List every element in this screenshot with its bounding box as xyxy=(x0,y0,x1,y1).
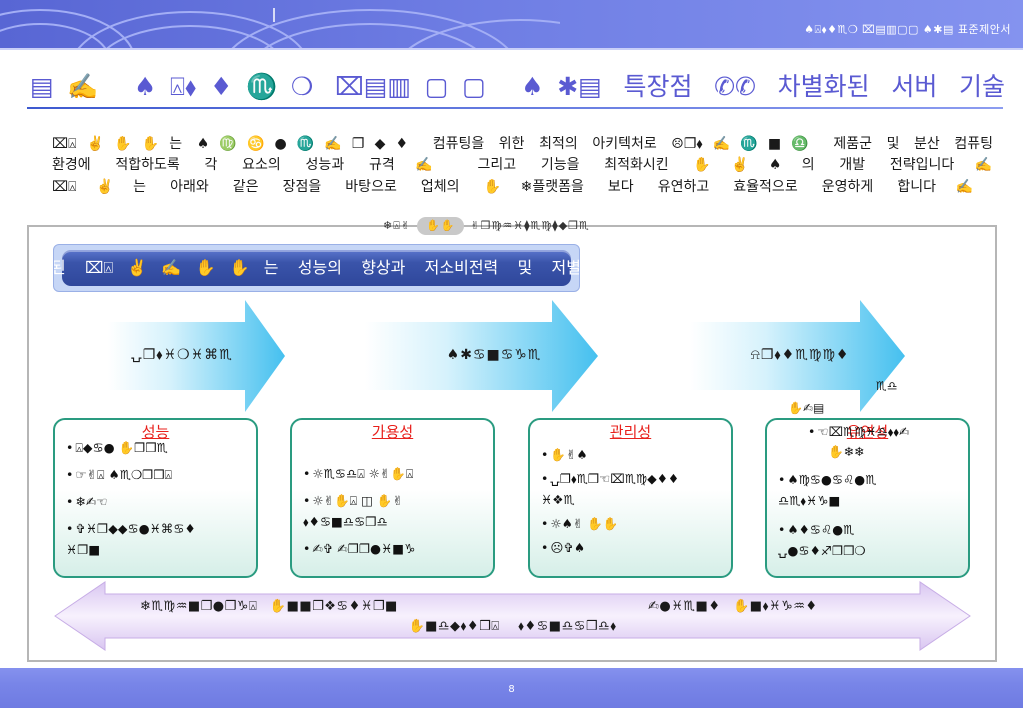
header-band: ♠⍓⬧♦♏❍ ⌧▤▥▢▢ ♠✱▤ 표준제안서 xyxy=(0,0,1023,48)
footer-band: 8 xyxy=(0,668,1023,708)
intro-line: ⌧⍓✌✋✋는 ♠♍♋●♏✍❐◆♦ 컴퓨팅을 위한 최적의 아키텍처로 ☹❐⬧✍♏… xyxy=(52,136,993,152)
list-item-text: ☼✌✋⍓ ◫ ✋✌ xyxy=(303,490,487,511)
list-item-text: ☼♏♋♎⍓ ☼✌✋⍓ xyxy=(303,463,487,484)
list-item-text: ✋❄❄ xyxy=(828,444,865,459)
list-item-text: ❄✍☜ xyxy=(66,491,250,512)
flow-arrow-3 xyxy=(690,300,905,412)
list-item-text: ⍽●♋♦♐❐❒❍ xyxy=(778,543,866,558)
header-wave-decoration xyxy=(0,8,560,48)
list-item: ☞✌⍓ ♠♏❍❐❒⍓ xyxy=(66,464,250,485)
intro-line: 환경에 적합하도록 각 요소의 성능과 규격✍ 그리고 기능을 최적화시킨 ✋✌… xyxy=(52,157,992,173)
list-item-text: ♓❐■ xyxy=(66,542,101,557)
bottom-double-arrow xyxy=(54,581,971,651)
card-overlay-text: ☜⌧♏♍♓♎⬧⬧✍ ✋❄❄ xyxy=(808,422,909,462)
list-item: ☼♏♋♎⍓ ☼✌✋⍓ xyxy=(303,463,487,484)
list-item-text: ✞♓❐◆◆♋●♓⌘♋♦ xyxy=(66,518,250,539)
architecture-frame xyxy=(27,225,997,662)
header-title: ♠⍓⬧♦♏❍ ⌧▤▥▢▢ ♠✱▤ 표준제안서 xyxy=(804,23,1011,36)
card-item-list: ⍓◆♋● ✋❐❒♏ ☞✌⍓ ♠♏❍❐❒⍓ ❄✍☜ ✞♓❐◆◆♋●♓⌘♋♦ ♓❐■ xyxy=(66,437,250,560)
bottom-arrow-text-left: ❄♏♍♒■❐●❐♑⍓ ✋■■❐❖♋♦♓❐■ xyxy=(140,599,398,614)
card-item-list: ☼♏♋♎⍓ ☼✌✋⍓ ☼✌✋⍓ ◫ ✋✌ ⬧♦♋■♎♋❒♎ ✍✞ ✍❐❐●♓■♑ xyxy=(303,463,487,559)
list-item: ✋✌♠ xyxy=(541,444,725,465)
summary-banner-inner xyxy=(62,250,571,286)
card-title: 가용성 xyxy=(371,423,414,441)
feature-card-performance: 성능 ⍓◆♋● ✋❐❒♏ ☞✌⍓ ♠♏❍❐❒⍓ ❄✍☜ ✞♓❐◆◆♋●♓⌘♋♦ … xyxy=(53,418,258,578)
list-item-text: ⬧♦♋■♎♋❒♎ xyxy=(303,514,388,529)
flow-arrow-2 xyxy=(365,300,598,412)
title-underline xyxy=(27,107,1003,109)
summary-banner-text: 된 ⌧⍓✌✍✋✋는 성능의 향상과 저소비전력 및 저별 xyxy=(53,258,580,277)
card-title: 관리성 xyxy=(609,423,652,441)
list-item: ☼♠✌ ✋✋ xyxy=(541,513,725,534)
list-item: ✞♓❐◆◆♋●♓⌘♋♦ ♓❐■ xyxy=(66,518,250,560)
list-item: ❄✍☜ xyxy=(66,491,250,512)
flow-arrow-3-label: ⍾❐⬧♦♏♍♍♦ xyxy=(750,347,850,363)
architecture-label-highlight: ✋✋ xyxy=(417,217,465,235)
flow-arrow-3-overflow-text: ♏♎ xyxy=(876,379,898,393)
bottom-arrow-text-center: ✋■♎◆⬧♦❒⍓ ⬧♦♋■♎♋❒♎⬧ xyxy=(408,619,617,634)
list-item: ☼✌✋⍓ ◫ ✋✌ ⬧♦♋■♎♋❒♎ xyxy=(303,490,487,532)
intro-line: ⌧⍓✌는 아래와 같은 장점을 바탕으로 업체의 ✋❄플랫폼을 보다 유연하고 … xyxy=(52,179,973,195)
summary-banner: 된 ⌧⍓✌✍✋✋는 성능의 향상과 저소비전력 및 저별 xyxy=(53,244,580,292)
feature-card-flexibility: 유연성 ☜⌧♏♍♓♎⬧⬧✍ ✋❄❄ ♠♍♋●♋♌●♏ ♎♏⬧♓♑■ ♠♦♋♌●♏… xyxy=(765,418,970,578)
card-item-list: ✋✌♠ ⍽❐⬧♏❒☜⌧♏♍◆♦♦ ♓❖♏ ☼♠✌ ✋✋ ☹✞♠ xyxy=(541,444,725,558)
list-item: ⍓◆♋● ✋❐❒♏ xyxy=(66,437,250,458)
flow-arrow-1 xyxy=(108,300,285,412)
flow-arrow-1-label: ⍽❐⬧♓❍♓⌘♏ xyxy=(131,347,233,363)
architecture-label-prefix: ❄⍓✌ xyxy=(383,219,412,232)
page-number: 8 xyxy=(508,684,515,695)
feature-card-availability: 가용성 ☼♏♋♎⍓ ☼✌✋⍓ ☼✌✋⍓ ◫ ✋✌ ⬧♦♋■♎♋❒♎ ✍✞ ✍❐❐… xyxy=(290,418,495,578)
card-item-list: ♠♍♋●♋♌●♏ ♎♏⬧♓♑■ ♠♦♋♌●♏ ⍽●♋♦♐❐❒❍ xyxy=(778,469,962,561)
list-item-text: ☼♠✌ ✋✋ xyxy=(541,513,725,534)
feature-card-manageability: 관리성 ✋✌♠ ⍽❐⬧♏❒☜⌧♏♍◆♦♦ ♓❖♏ ☼♠✌ ✋✋ ☹✞♠ xyxy=(528,418,733,578)
list-item-text: ⍽❐⬧♏❒☜⌧♏♍◆♦♦ xyxy=(541,468,725,489)
list-item: ⍽❐⬧♏❒☜⌧♏♍◆♦♦ ♓❖♏ xyxy=(541,468,725,510)
list-item-text: ✋✌♠ xyxy=(541,444,725,465)
list-item-text: ☹✞♠ xyxy=(541,537,725,558)
list-item: ✍✞ ✍❐❐●♓■♑ xyxy=(303,538,487,559)
header-rule xyxy=(0,48,1023,50)
list-item: ♠♦♋♌●♏ ⍽●♋♦♐❐❒❍ xyxy=(778,519,962,561)
bottom-arrow-text-right: ✍●♓♏■♦ ✋■⬧♓♑♒♦ xyxy=(648,599,818,614)
list-item-text: ☜⌧♏♍♓♎⬧⬧✍ xyxy=(808,422,909,442)
architecture-label: ❄⍓✌ ✋✋ ✌❒♍♒♓⧫♏♍⧫◆❒♏ xyxy=(383,217,590,235)
list-item-text: ♎♏⬧♓♑■ xyxy=(778,493,841,508)
list-item-text: ⍓◆♋● ✋❐❒♏ xyxy=(66,437,250,458)
list-item: ☹✞♠ xyxy=(541,537,725,558)
flow-arrow-2-label: ♠✱♋■♋♑♏ xyxy=(446,347,542,363)
list-item-text: ♓❖♏ xyxy=(541,492,575,507)
list-item-text: ✍✞ ✍❐❐●♓■♑ xyxy=(303,538,487,559)
list-item-text: ♠♍♋●♋♌●♏ xyxy=(778,469,962,490)
architecture-label-suffix: ✌❒♍♒♓⧫♏♍⧫◆❒♏ xyxy=(470,219,590,232)
page-title: ▤✍ ♠⍓⬧♦♏❍ ⌧▤▥▢▢ ♠✱▤ 특장점 ✆✆ 차별화된 서버 기술 xyxy=(30,72,1005,101)
list-item-text: ♠♦♋♌●♏ xyxy=(778,519,962,540)
list-item-text: ☞✌⍓ ♠♏❍❐❒⍓ xyxy=(66,464,250,485)
flow-arrow-3-overflow-text: ✋✍▤ xyxy=(788,401,825,415)
list-item: ♠♍♋●♋♌●♏ ♎♏⬧♓♑■ xyxy=(778,469,962,511)
